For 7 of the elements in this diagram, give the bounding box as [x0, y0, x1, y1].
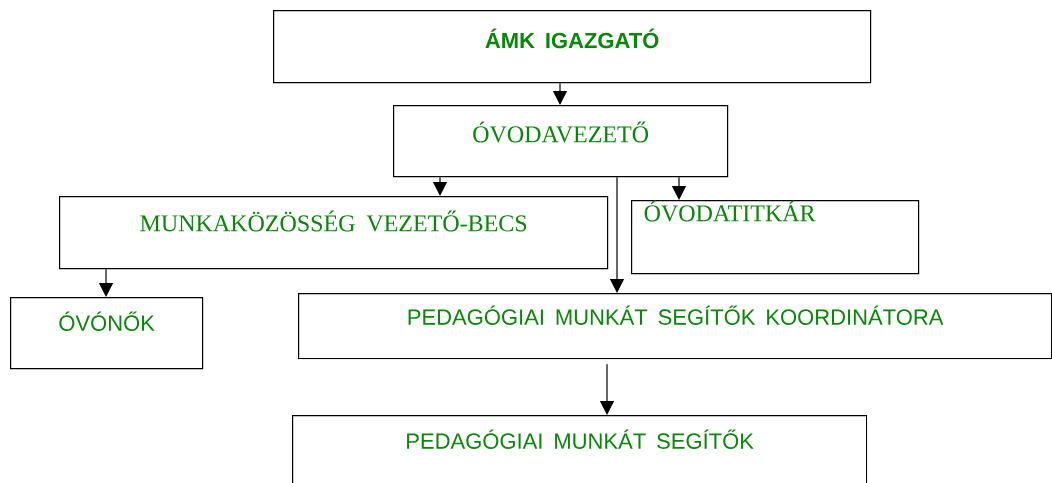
org-box: ÓVODATITKÁR — [631, 200, 920, 275]
org-box: PEDAGÓGIAI MUNKÁT SEGÍTŐK KOORDINÁTORA — [298, 293, 1052, 360]
org-box: ÓVÓNŐK — [10, 297, 204, 370]
org-box: ÓVODAVEZETŐ — [393, 105, 729, 178]
org-box: PEDAGÓGIAI MUNKÁT SEGÍTŐK — [292, 415, 868, 483]
org-box: MUNKAKÖZÖSSÉG VEZETŐ-BECS — [59, 196, 609, 270]
org-box: ÁMK IGAZGATÓ — [273, 10, 872, 84]
